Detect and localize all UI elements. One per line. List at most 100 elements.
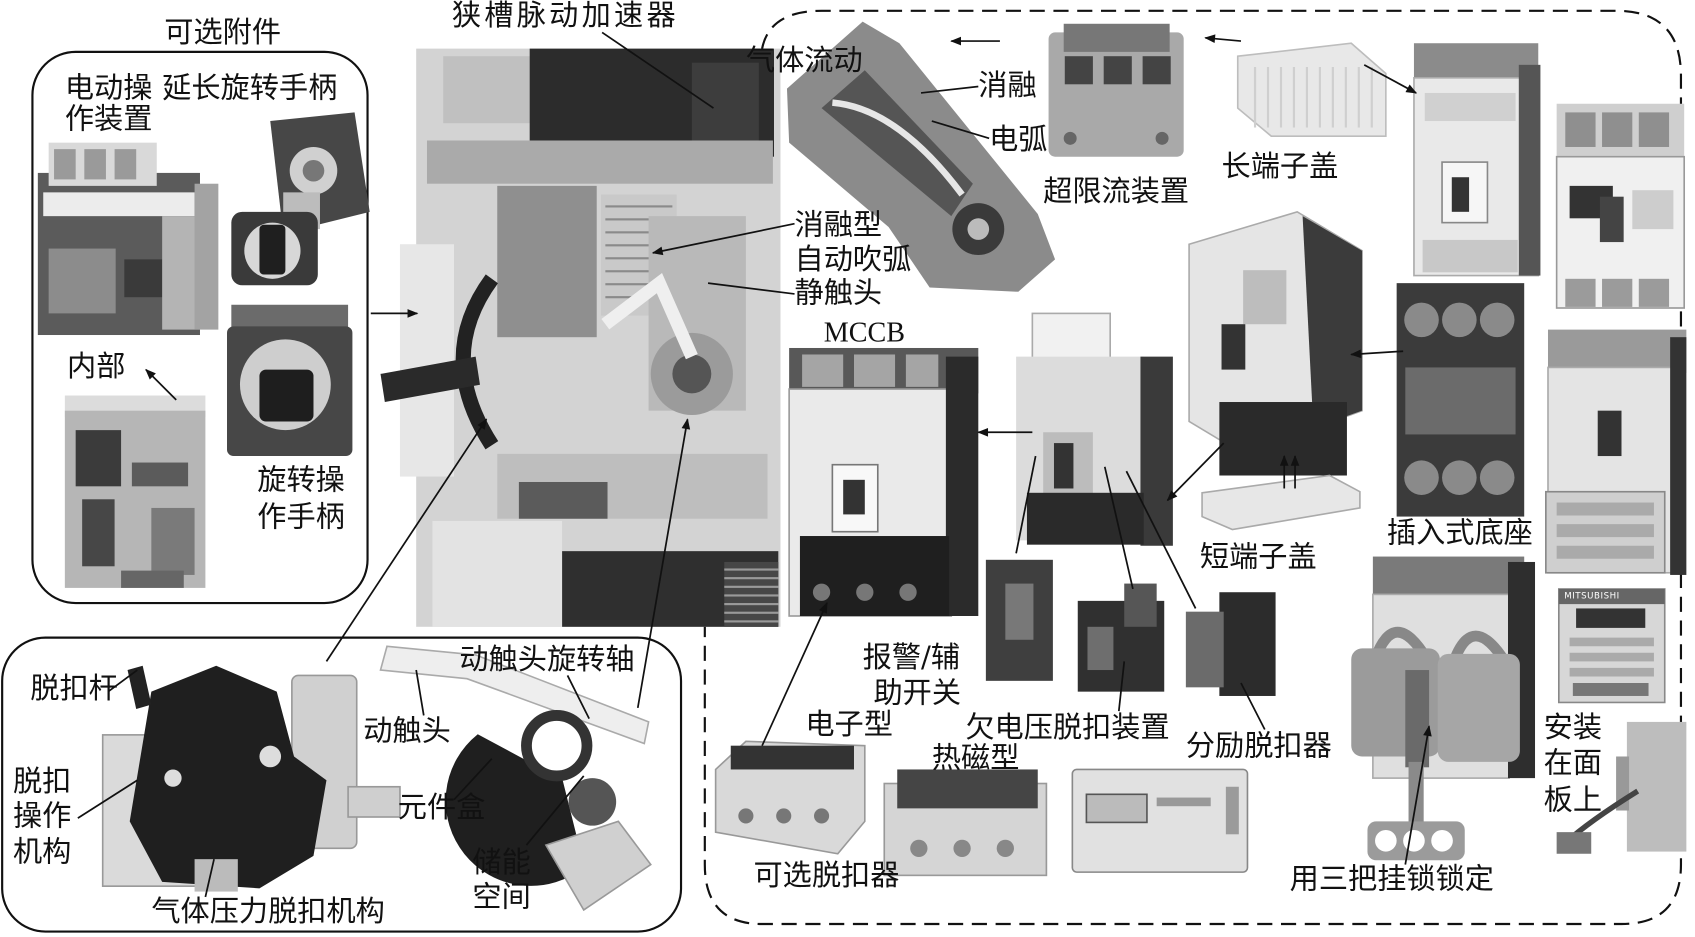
label-slot-pulse-accelerator: 狭槽脉动加速器 <box>451 0 679 33</box>
mitsubishi-breaker-image-part <box>1602 278 1633 307</box>
mccb-image-part <box>856 583 874 601</box>
trip-mechanism-image <box>101 665 358 892</box>
mccb-image-part <box>812 583 831 601</box>
short-terminal-cover-image <box>1201 474 1361 531</box>
internal-view-image-part <box>75 430 122 487</box>
label-optional-trip-units: 可选脱扣器 <box>753 859 900 893</box>
arrow-three-padlocks <box>1404 725 1432 865</box>
plug-in-base-image-part <box>1405 367 1516 435</box>
motor-operator-image-part <box>48 248 116 314</box>
long-terminal-cover-image-part <box>1370 67 1373 128</box>
padlock-breaker-image-part <box>1448 630 1510 665</box>
shunt-trip-image-part <box>1219 592 1276 696</box>
mccb-image-part <box>945 356 979 616</box>
controller-display-image <box>1557 588 1666 704</box>
panel-mount-image <box>1556 721 1687 854</box>
label-thermal-magnetic-type: 热磁型 <box>931 741 1020 775</box>
arrow-ablation-arc-blowing <box>651 222 795 256</box>
rotary-handle-image <box>227 304 353 457</box>
mccb-cutaway-image-part <box>432 520 563 627</box>
mccb-cutaway-image-part <box>605 231 673 234</box>
thermal-magnetic-trip-unit-image-part <box>996 839 1014 857</box>
breaker-right-mid-image-part <box>1597 410 1622 457</box>
accessories-dashed-box <box>703 9 1683 926</box>
internal-view-image-part <box>121 570 184 588</box>
label-motor-operator-line-1: 电动操 <box>64 71 153 105</box>
mccb-cutaway-image-part <box>724 594 779 597</box>
long-terminal-cover-image-part <box>1344 67 1347 128</box>
leader-ablation <box>920 85 979 94</box>
padlock-breaker-image-part <box>1405 670 1430 768</box>
padlock-breaker-image-part <box>1372 556 1525 598</box>
plug-in-breaker-image <box>1188 210 1363 476</box>
trip-mechanism-image-part <box>164 769 182 787</box>
motor-operator-image <box>37 142 219 336</box>
long-terminal-cover-image-part <box>1236 42 1387 137</box>
label-mccb: MCCB <box>823 316 905 348</box>
label-ablation-arc-blowing-line-1: 消融型 <box>794 208 883 243</box>
meter-image-part <box>1225 786 1239 835</box>
label-energy-storage-line-1: 储能 <box>472 846 531 880</box>
trip-mechanism-image-part <box>194 859 238 892</box>
mccb-image-part <box>843 479 865 515</box>
ultra-current-limiter-image-part <box>1103 56 1132 85</box>
long-terminal-cover-image-part <box>1305 67 1309 128</box>
leader-component-box <box>453 758 493 801</box>
alarm-switch-image-part <box>1005 583 1034 640</box>
label-moving-contact: 动触头 <box>363 714 451 748</box>
mccb-image-part <box>802 354 844 387</box>
motor-operator-image-part <box>84 149 106 180</box>
short-terminal-cover-image-part <box>1201 474 1361 531</box>
plug-in-base-image-part <box>1479 302 1515 338</box>
leader-arc <box>931 120 990 140</box>
ultra-current-limiter-image-part <box>1064 56 1093 85</box>
label-three-padlocks: 用三把挂锁锁定 <box>1289 862 1494 896</box>
plug-in-base-image-part <box>1404 460 1439 495</box>
label-trip-mechanism-line-3: 机构 <box>12 835 72 869</box>
label-trip-lever: 脱扣杆 <box>30 672 118 706</box>
breaker-top-right-image-part <box>1451 177 1470 212</box>
arrow-trip-mechanism-to-cutaway <box>325 418 488 662</box>
controller-brand-text: MITSUBISHI <box>1564 591 1620 601</box>
long-terminal-cover-image-part <box>1279 67 1283 128</box>
label-shunt-trip: 分励脱扣器 <box>1185 729 1332 763</box>
mccb-cutaway-image-part <box>605 257 673 260</box>
label-gas-flow: 气体流动 <box>745 44 863 78</box>
arrow-internal-view <box>145 368 177 401</box>
label-panel-mounted-line-3: 板上 <box>1543 783 1603 818</box>
mccb-cutaway-image <box>380 48 781 627</box>
controller-display-image-part <box>1558 588 1665 605</box>
mitsubishi-breaker-image-part <box>1632 190 1674 230</box>
undervoltage-trip-image-part <box>1087 626 1114 671</box>
extended-rotary-handle-image-part <box>259 224 286 275</box>
controller-display-image-part <box>1569 652 1654 662</box>
controller-display-image-part <box>1569 667 1654 677</box>
long-terminal-cover-image-part <box>1292 67 1296 128</box>
label-arc: 电弧 <box>989 123 1048 157</box>
mccb-cutaway-image-part <box>724 577 779 580</box>
plug-in-breaker-image-part <box>1221 324 1246 370</box>
leader-gas-pressure-trip <box>204 858 215 898</box>
label-ablation-arc-blowing-line-2: 自动吹弧 <box>794 243 912 277</box>
trip-mechanism-image-part <box>127 665 152 709</box>
rotary-handle-image-part <box>259 369 314 422</box>
controller-display-image-part <box>1569 637 1654 647</box>
mccb-cutaway-image-part <box>497 185 597 338</box>
breaker-right-mid-image-part <box>1556 545 1654 559</box>
leader-shunt-trip <box>1240 682 1266 730</box>
leader-energy-storage <box>525 775 585 846</box>
label-ablation: 消融 <box>978 69 1037 103</box>
label-rotary-handle-line-2: 作手柄 <box>257 500 345 534</box>
accessory-breaker-image-part <box>1053 443 1074 489</box>
electronic-trip-unit-image-part <box>730 745 854 770</box>
motor-operator-image-part <box>194 183 219 330</box>
arc-chamber-image <box>786 21 1056 292</box>
mitsubishi-breaker-image-part <box>1638 112 1670 147</box>
breaker-top-right-image-part <box>1518 64 1541 276</box>
leader-undervoltage-trip-upper <box>1103 466 1134 590</box>
undervoltage-trip-image-part <box>1124 583 1157 627</box>
mitsubishi-breaker-image-part <box>1565 112 1596 147</box>
moving-contact-image-part <box>544 820 652 912</box>
long-terminal-cover-image-part <box>1331 67 1334 128</box>
